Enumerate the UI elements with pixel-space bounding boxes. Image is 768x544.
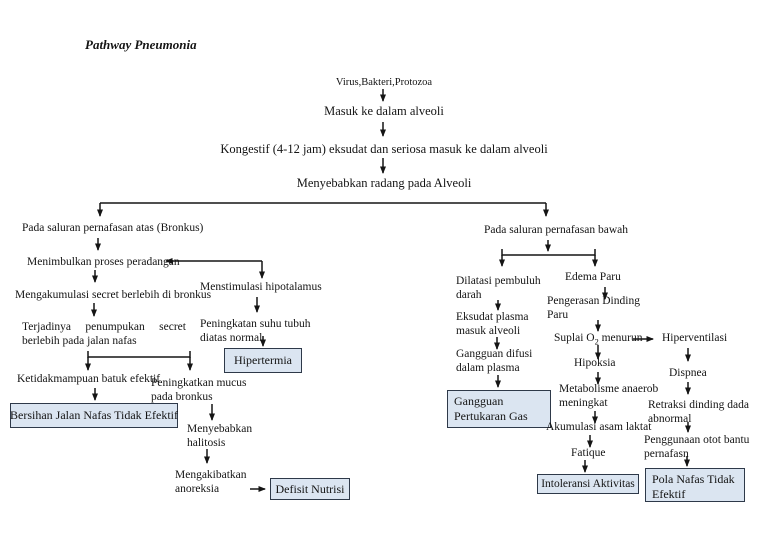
node-mucus-bronkus: Peningkatkan mucus pada bronkus (151, 377, 247, 403)
node-saluran-atas: Pada saluran pernafasan atas (Bronkus) (22, 222, 204, 234)
node-agents: Virus,Bakteri,Protozoa (335, 77, 433, 88)
node-penumpukan-secret: Terjadinya penumpukan secret berlebih pa… (22, 321, 186, 347)
node-pengerasan-dinding: Pengerasan Dinding Paru (547, 295, 640, 321)
node-suhu-tubuh: Peningkatan suhu tubuh diatas normal (200, 318, 311, 344)
node-peradangan: Menimbulkan proses peradangan (27, 256, 180, 268)
node-anoreksia: Mengakibatkan anoreksia (175, 469, 247, 495)
suplai-o2-text: Suplai O (554, 332, 595, 344)
suplai-o2-suffix: menurun (598, 332, 643, 344)
node-fatique: Fatique (571, 447, 606, 459)
node-suplai-o2: Suplai O2 menurun (554, 332, 642, 347)
dx-hipertermia-box: Hipertermia (224, 348, 302, 373)
node-masuk-alveoli: Masuk ke dalam alveoli (324, 104, 444, 118)
node-akumulasi-secret: Mengakumulasi secret berlebih di bronkus (15, 289, 212, 301)
dx-defisit-nutrisi-box: Defisit Nutrisi (270, 478, 350, 500)
dx-intoleransi-aktivitas-box: Intoleransi Aktivitas (537, 474, 639, 494)
node-kongestif: Kongestif (4-12 jam) eksudat dan seriosa… (220, 142, 548, 156)
node-hipotalamus: Menstimulasi hipotalamus (200, 281, 322, 293)
node-metabolisme-anaerob: Metabolisme anaerob meningkat (559, 383, 659, 409)
dx-gangguan-pertukaran-gas-box: Gangguan Pertukaran Gas (447, 390, 551, 428)
node-eksudat-plasma: Eksudat plasma masuk alveoli (456, 311, 529, 337)
node-retraksi-dada: Retraksi dinding dada abnormal (648, 399, 749, 425)
dx-bersihan-jalan-nafas-box: Bersihan Jalan Nafas Tidak Efektif (10, 403, 178, 428)
node-dispnea: Dispnea (669, 367, 707, 379)
node-edema-paru: Edema Paru (565, 271, 621, 283)
suplai-o2-subscript: 2 (594, 337, 599, 347)
node-batuk-efektif: Ketidakmampuan batuk efektif (17, 373, 161, 385)
node-hiperventilasi: Hiperventilasi (662, 332, 728, 344)
node-asam-laktat: Akumulasi asam laktat (546, 421, 652, 433)
node-otot-bantu: Penggunaan otot bantu pernafasn (644, 434, 750, 460)
diagram-title: Pathway Pneumonia (85, 37, 197, 52)
node-dilatasi: Dilatasi pembuluh darah (456, 275, 541, 301)
dx-pola-nafas-box: Pola Nafas Tidak Efektif (645, 468, 745, 502)
node-saluran-bawah: Pada saluran pernafasan bawah (484, 224, 629, 236)
node-halitosis: Menyebabkan halitosis (187, 423, 253, 449)
node-gangguan-difusi: Gangguan difusi dalam plasma (456, 348, 533, 374)
node-radang-alveoli: Menyebabkan radang pada Alveoli (296, 176, 472, 190)
node-hipoksia: Hipoksia (574, 357, 616, 369)
